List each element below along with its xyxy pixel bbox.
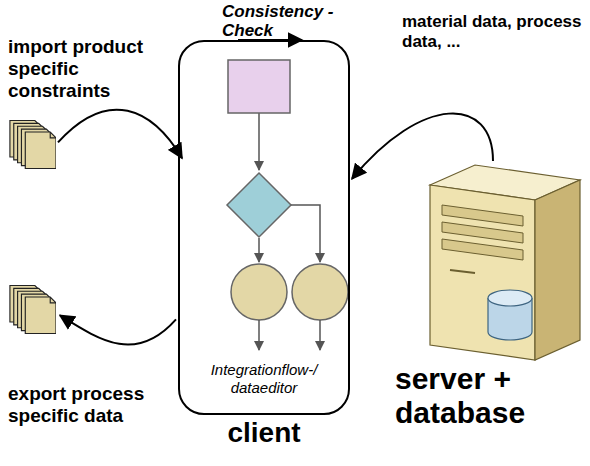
document-label: import product specific constraints: [8, 36, 173, 102]
flowchart-illustration: [227, 60, 348, 350]
icon-area: [8, 118, 56, 172]
client-caption: Integrationflow-/ dataeditor: [186, 361, 342, 397]
server-illustration: [430, 165, 580, 360]
client-heading: client: [160, 417, 368, 449]
document-stack: [10, 286, 56, 334]
curved-arrow: [352, 113, 493, 178]
check-label: Consistency - Check: [222, 2, 354, 40]
icon-area: [430, 165, 580, 360]
curved-arrow: [60, 315, 176, 344]
document-label: export process specific data: [8, 383, 173, 427]
icon-node: import product specific constraints: [8, 36, 180, 176]
server-heading: server + database: [395, 362, 587, 430]
icon-node: server + database: [395, 150, 590, 455]
edge-label: material data, process data, ...: [402, 12, 582, 52]
document-stack: [10, 121, 56, 169]
client-box: Integrationflow-/ dataeditorclient: [178, 40, 350, 415]
icon-node: export process specific data: [8, 283, 180, 433]
curved-arrow: [58, 110, 182, 158]
icon-area: [8, 283, 56, 337]
